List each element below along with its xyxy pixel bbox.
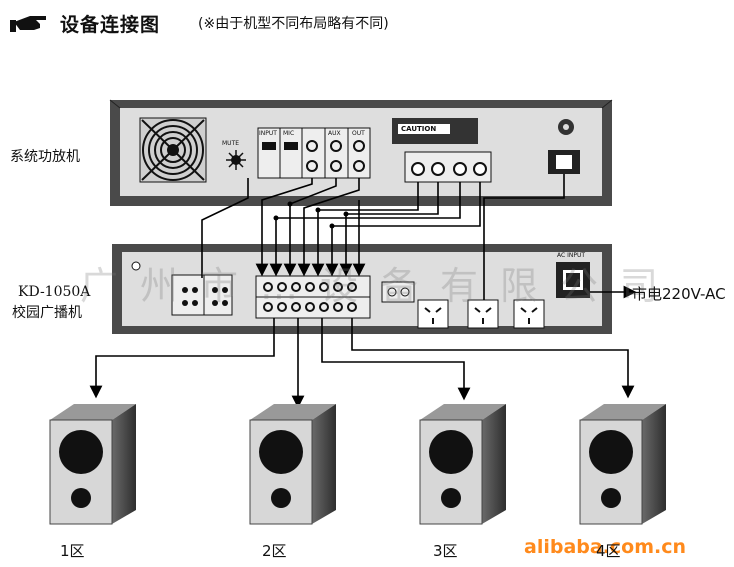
page-title: 设备连接图: [60, 14, 161, 36]
system-amplifier: [109, 99, 613, 206]
speaker-zone-2-icon: [249, 404, 336, 525]
amp-output-terminals: [404, 151, 492, 183]
speaker-zone-4-icon: [579, 404, 666, 525]
zone-4-label: 4区: [596, 542, 621, 560]
power-outlet-2-icon: [467, 299, 499, 329]
zone-2-label: 2区: [262, 542, 287, 560]
site-watermark: alibaba.com.cn: [524, 536, 687, 558]
campus-broadcaster: [112, 244, 612, 334]
jack-label-out: OUT: [352, 130, 365, 137]
zone-1-label: 1区: [60, 542, 85, 560]
speaker-zone-1-icon: [49, 404, 136, 525]
amplifier-label: 系统功放机: [10, 149, 80, 165]
hand-pointer-icon: [10, 16, 46, 32]
company-watermark: 广州市…设备有限公司: [80, 264, 681, 308]
caution-plate: [392, 118, 478, 144]
mute-label: MUTE: [222, 140, 240, 147]
ac-input-label: AC INPUT: [557, 252, 586, 259]
amp-power-socket-icon: [548, 150, 580, 174]
broadcaster-model: KD-1050A: [18, 284, 91, 300]
power-outlet-1-icon: [417, 299, 449, 329]
zone-jack-bank: [255, 275, 371, 319]
layout-note: (※由于机型不同布局略有不同): [198, 16, 389, 32]
cooling-fan-icon: [139, 117, 207, 183]
jack-label-input: INPUT: [259, 130, 277, 137]
wiring: [89, 174, 637, 409]
speaker-zone-3-icon: [419, 404, 506, 525]
amp-input-jacks: [257, 127, 371, 179]
zone-3-label: 3区: [433, 542, 458, 560]
ac-input-socket-icon: [556, 262, 590, 298]
broadcaster-input-panel: [171, 274, 233, 316]
caution-label: CAUTION: [401, 125, 437, 133]
mute-switch-icon: [226, 150, 246, 170]
broadcaster-label: 校园广播机: [12, 305, 82, 321]
jack-label-aux: AUX: [328, 130, 341, 137]
jack-label-mic: MIC: [283, 130, 295, 137]
power-outlet-3-icon: [513, 299, 545, 329]
mains-label: 市电220V-AC: [632, 285, 726, 303]
